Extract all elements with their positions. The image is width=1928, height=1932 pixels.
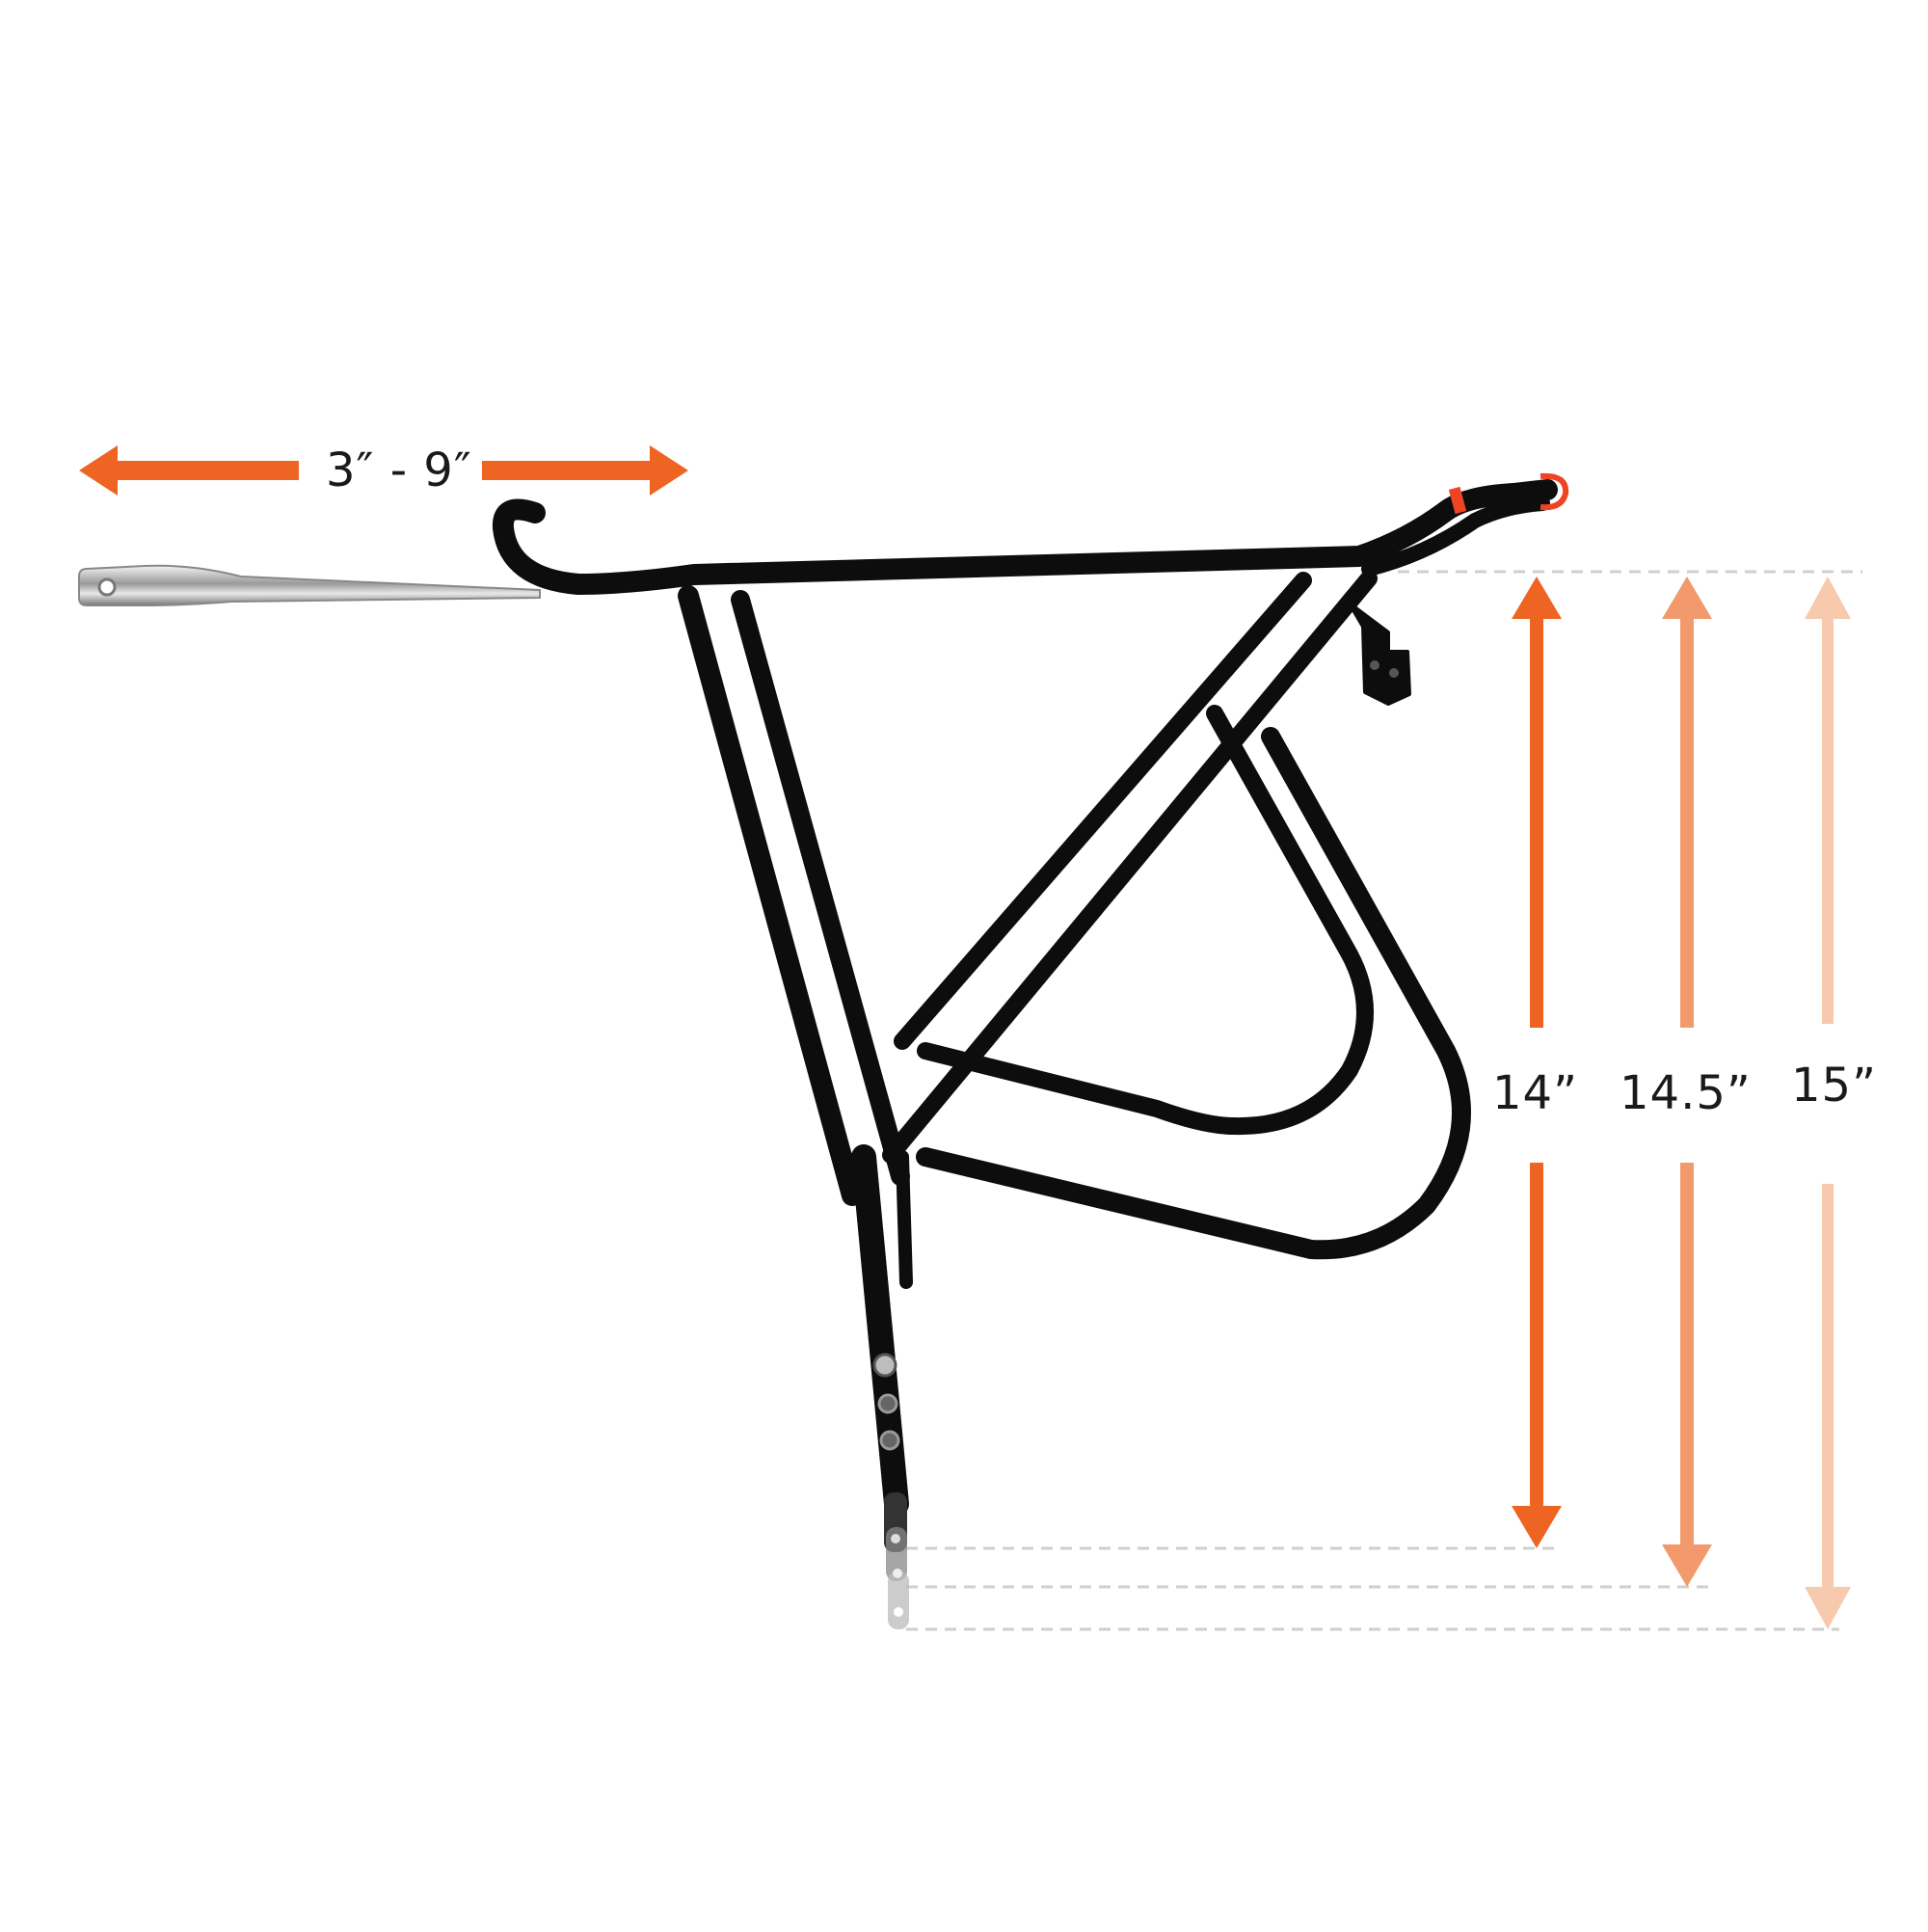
mount-hole-1 (1370, 660, 1379, 670)
height-label-14: 14” (1492, 1066, 1578, 1120)
arrow-left-icon (79, 445, 299, 496)
lower-leg-inner (896, 1150, 913, 1289)
bolt-icon (877, 1393, 898, 1414)
adjustable-foot (884, 1492, 909, 1629)
stay-range-label: 3″ - 9″ (326, 443, 472, 497)
outer-loop (916, 727, 1471, 1260)
inner-loop (917, 705, 1374, 1136)
top-rail (492, 479, 1558, 595)
height-label-14-5: 14.5” (1620, 1066, 1752, 1120)
reflector-band (1448, 486, 1467, 515)
bolt-icon (872, 1353, 897, 1378)
stay-mount-hole (97, 577, 117, 597)
front-leg-inner (731, 590, 910, 1186)
rear-mount-plate (1348, 602, 1411, 706)
height-label-15: 15” (1791, 1059, 1877, 1113)
fender-stay-strut (78, 564, 541, 606)
height-arrow-15 (1805, 577, 1851, 1629)
rack-frame (492, 479, 1558, 1516)
diagonal-brace-upper (894, 572, 1312, 1050)
height-arrow-14-5 (1662, 577, 1712, 1587)
stay-range-arrow (79, 445, 688, 496)
lower-leg (851, 1144, 909, 1516)
guide-lines (906, 570, 1862, 1631)
front-leg-outer (678, 585, 863, 1206)
adjustment-bolts (872, 1353, 900, 1451)
arrow-right-icon (482, 445, 688, 496)
height-arrow-14 (1512, 577, 1562, 1548)
bolt-icon (879, 1430, 900, 1451)
top-rail-rear (1361, 496, 1550, 577)
mount-hole-2 (1389, 668, 1399, 678)
reflector-cap (1540, 472, 1569, 511)
